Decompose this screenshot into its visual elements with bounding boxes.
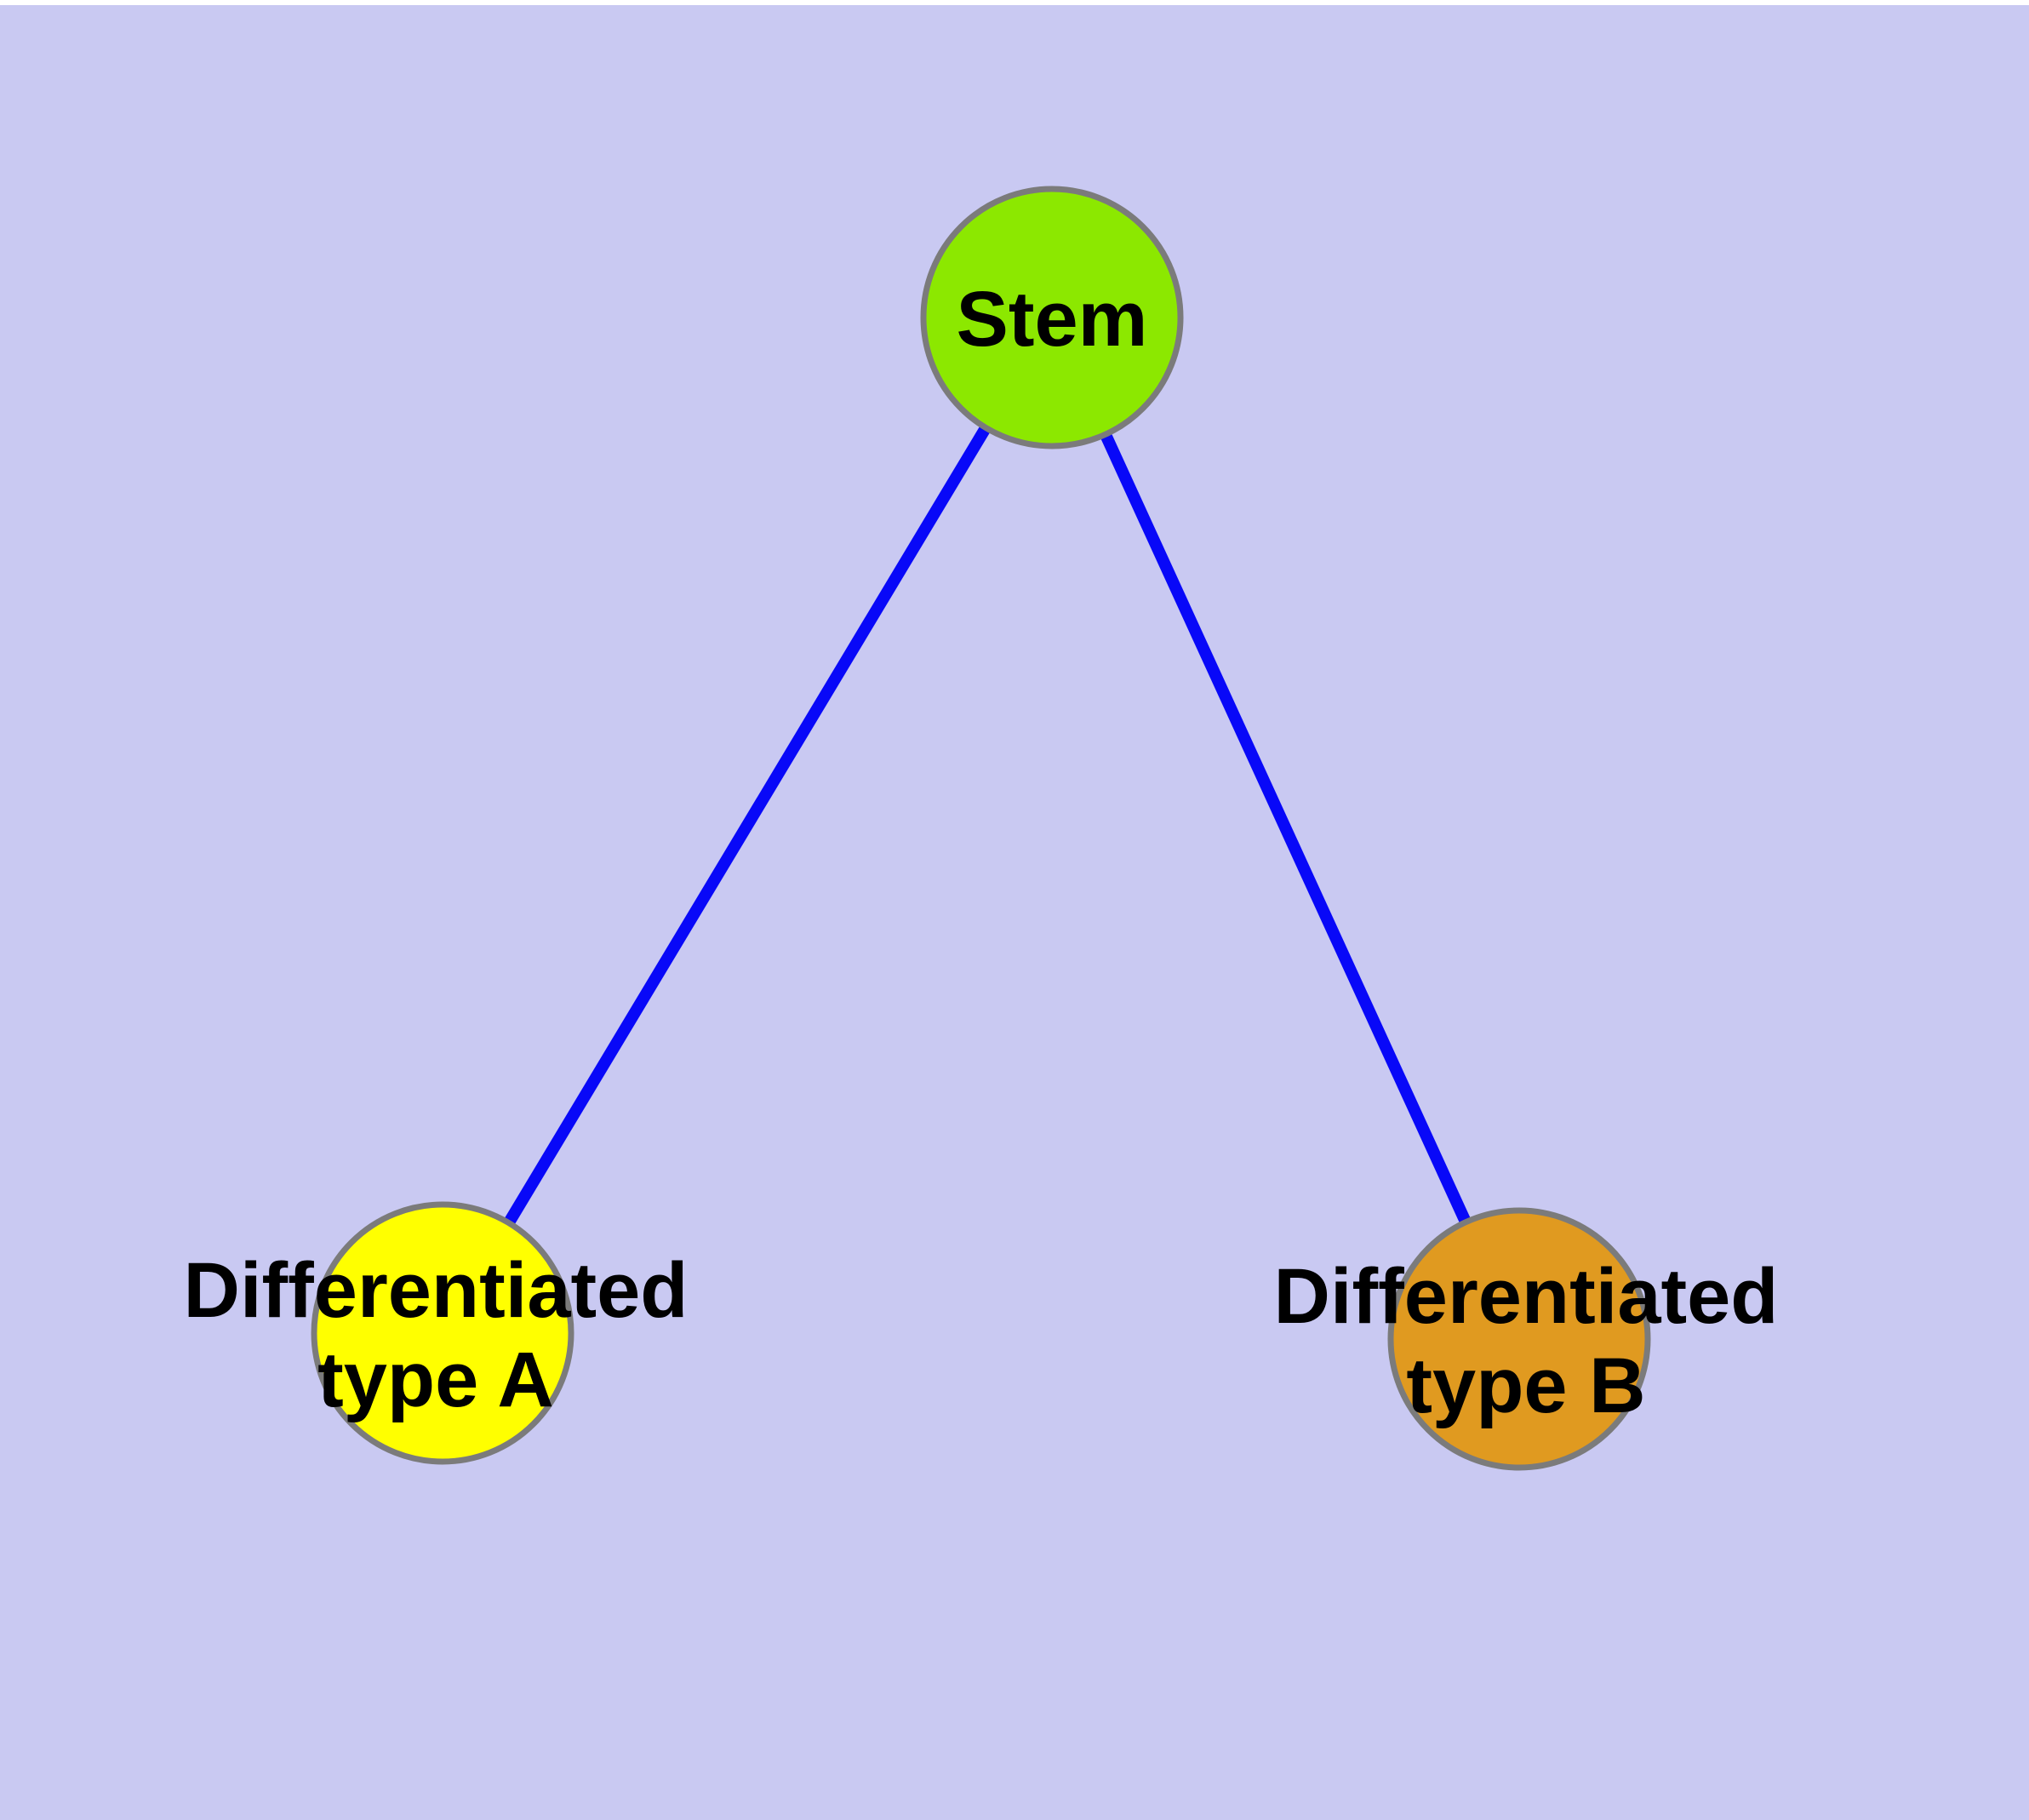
edge-stem-to-type-b — [1046, 315, 1525, 1342]
node-stem-label: Stem — [957, 276, 1148, 363]
node-stem-circle — [920, 186, 1184, 449]
node-type-a-label-line2: type A — [317, 1336, 554, 1423]
node-type-a-circle — [311, 1201, 574, 1465]
node-type-b-label-line2: type B — [1406, 1342, 1645, 1429]
node-type-b-circle — [1387, 1207, 1651, 1471]
node-type-b-label-line1: Differentiated — [1274, 1253, 1779, 1340]
node-type-a-label-line1: Differentiated — [184, 1247, 689, 1334]
edge-stem-to-type-a — [437, 314, 1058, 1336]
